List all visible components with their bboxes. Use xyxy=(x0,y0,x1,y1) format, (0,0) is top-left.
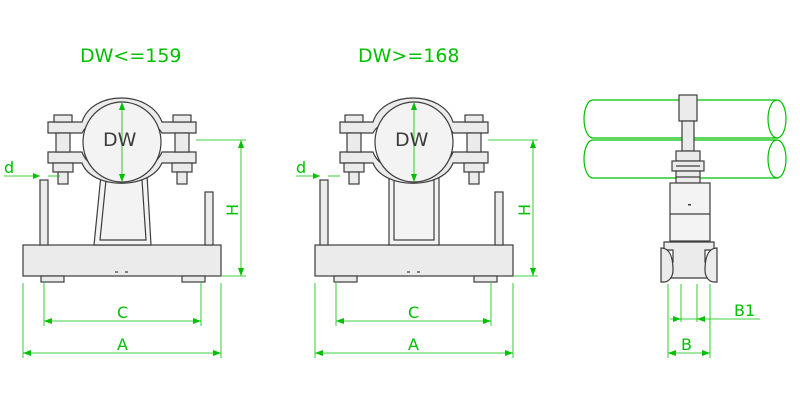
support-body xyxy=(669,182,711,242)
h-label: H xyxy=(223,204,242,216)
title-large-dw: DW>=168 xyxy=(358,45,460,67)
bolt-head-left xyxy=(53,114,73,123)
clamp-nut-upper xyxy=(675,150,701,162)
base-foot-right xyxy=(473,275,498,283)
base-plate xyxy=(22,244,222,277)
d-label: d xyxy=(296,158,306,177)
bolt-head-left xyxy=(344,114,364,123)
stopper-left xyxy=(319,179,329,246)
h-label: H xyxy=(515,204,534,216)
support-side-view: B B1 xyxy=(583,94,787,358)
nut-right xyxy=(463,162,485,173)
nut-left xyxy=(52,162,74,173)
bolt-head-right xyxy=(172,114,192,123)
c-label: C xyxy=(408,303,419,322)
dw-label: DW xyxy=(103,129,137,151)
b-label: B xyxy=(681,335,692,354)
bolt-head-right xyxy=(464,114,484,123)
b1-label: B1 xyxy=(734,301,755,320)
d-label: d xyxy=(4,158,14,177)
nut-left xyxy=(343,162,365,173)
stopper-right xyxy=(494,191,504,246)
clamp-head xyxy=(678,94,698,122)
support-view-small-dw: DW<=159 DW d xyxy=(4,45,246,358)
stopper-left xyxy=(39,179,49,246)
a-label: A xyxy=(408,335,419,354)
dw-label: DW xyxy=(395,129,429,151)
base-foot-left xyxy=(40,275,65,283)
base-foot-right xyxy=(181,275,206,283)
a-label: A xyxy=(117,335,128,354)
base-plate xyxy=(314,244,514,277)
nut-right xyxy=(171,162,193,173)
bolt-shank xyxy=(681,120,695,152)
support-view-large-dw: DW>=168 DW d xyxy=(296,45,538,358)
c-label: C xyxy=(117,303,128,322)
saddle-support xyxy=(388,174,440,246)
stopper-right xyxy=(204,191,214,246)
base-foot-left xyxy=(333,275,358,283)
title-small-dw: DW<=159 xyxy=(80,45,182,67)
